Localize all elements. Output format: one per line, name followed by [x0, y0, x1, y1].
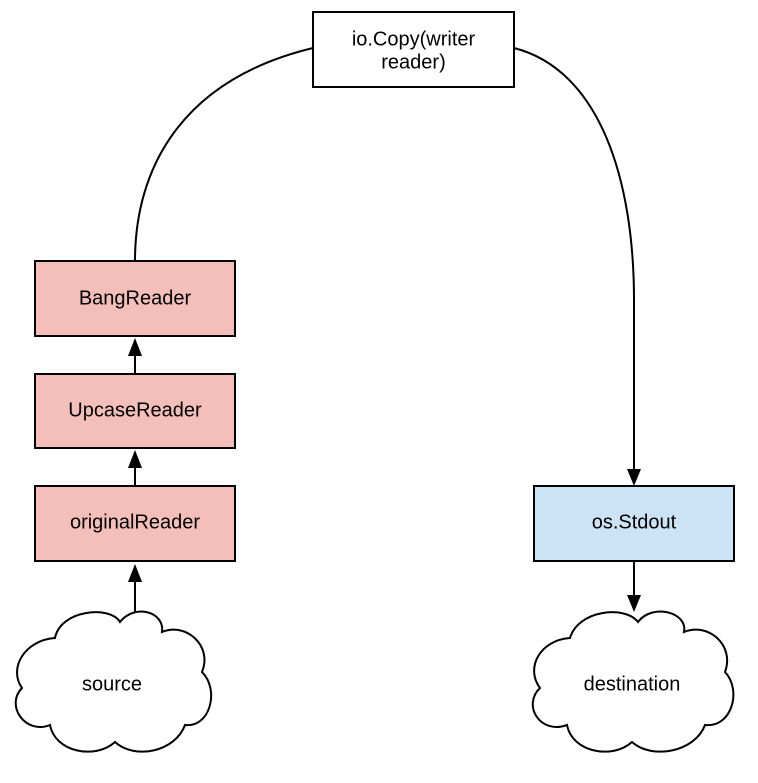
os-stdout-box [533, 485, 735, 562]
io-copy-node: io.Copy(writer reader) [312, 11, 515, 88]
arrowhead-stdout-in [627, 469, 641, 486]
source-cloud-shape [14, 610, 212, 753]
originalreader-label: originalReader [70, 511, 200, 533]
io-copy-label-line2: reader) [381, 51, 445, 73]
bangreader-label: BangReader [79, 287, 192, 309]
bangreader-box [34, 260, 236, 337]
io-copy-box [312, 11, 515, 88]
arrowhead-bangreader-in [128, 338, 142, 356]
os-stdout-label: os.Stdout [592, 511, 677, 533]
bangreader-node: BangReader [34, 260, 236, 337]
originalreader-node: originalReader [34, 485, 236, 562]
source-cloud: source [14, 610, 212, 753]
io-copy-label-line1: io.Copy(writer [352, 28, 476, 50]
destination-cloud-shape [531, 610, 735, 753]
upcasereader-box [34, 373, 236, 449]
connector-copy-to-stdout [513, 47, 635, 474]
destination-cloud: destination [531, 610, 735, 753]
originalreader-box [34, 485, 236, 562]
arrowhead-upcasereader-in [128, 450, 142, 468]
destination-label: destination [584, 673, 681, 695]
arrowhead-originalreader-in [128, 564, 142, 582]
connector-copy-to-bangreader [134, 47, 314, 262]
source-label: source [82, 673, 142, 695]
upcasereader-node: UpcaseReader [34, 373, 236, 449]
arrowhead-destination-in [627, 595, 641, 612]
os-stdout-node: os.Stdout [533, 485, 735, 562]
upcasereader-label: UpcaseReader [68, 399, 202, 421]
